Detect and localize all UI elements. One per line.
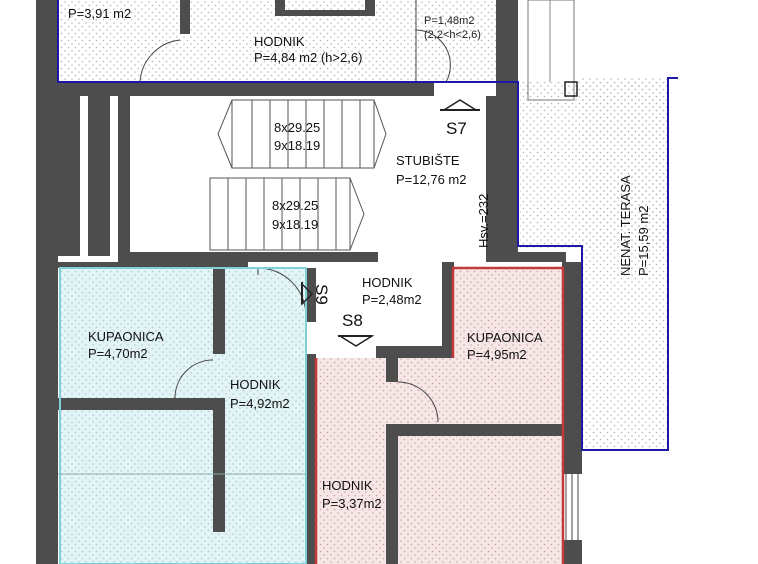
hodnik-left-area: P=4,92m2: [230, 396, 290, 411]
stubiste-area: P=12,76 m2: [396, 172, 466, 187]
hodnik-top-area: P=4,84 m2 (h>2,6): [254, 50, 362, 65]
s9-label: S9: [312, 284, 331, 305]
left-bathroom-fill: [60, 268, 306, 564]
section-marker-s8: S8: [337, 311, 375, 347]
terrace-area: P=15,59 m2: [636, 206, 651, 276]
s8-label: S8: [342, 311, 363, 330]
stair-upper-rise: 9x18.19: [274, 138, 320, 153]
hodnik-bottom-name: HODNIK: [322, 478, 373, 493]
walls: [36, 0, 582, 564]
small-room-area: P=1,48m2: [424, 15, 474, 27]
stair-lower-rise: 9x18.19: [272, 217, 318, 232]
thin-lines: [58, 0, 579, 540]
s7-label: S7: [446, 119, 467, 138]
kupaonica-left-name: KUPAONICA: [88, 329, 164, 344]
kupaonica-right-name: KUPAONICA: [467, 330, 543, 345]
kupaonica-left-area: P=4,70m2: [88, 346, 148, 361]
stair-upper: [217, 99, 387, 169]
stair-lower: [209, 177, 365, 251]
terrace-name: NENAT. TERASA: [618, 175, 633, 276]
stair-lower-steps: 8x29.25: [272, 198, 318, 213]
section-marker-s9: S9: [301, 282, 331, 306]
hsv-label: Hsv.=232: [476, 194, 491, 248]
stubiste-name: STUBIŠTE: [396, 153, 460, 168]
hodnik-left-name: HODNIK: [230, 377, 281, 392]
hodnik-top-name: HODNIK: [254, 34, 305, 49]
right-bathroom-fill: [316, 268, 563, 564]
hodnik-mid-area: P=2,48m2: [362, 292, 422, 307]
terrace-hatch-lower: [582, 78, 668, 450]
stair-upper-steps: 8x29.25: [274, 120, 320, 135]
hodnik-bottom-area: P=3,37m2: [322, 496, 382, 511]
small-room-height: (2,2<h<2,6): [424, 29, 481, 41]
hodnik-mid-name: HODNIK: [362, 275, 413, 290]
blue-outline-top: [57, 0, 678, 451]
top-left-area: P=3,91 m2: [68, 6, 131, 21]
cyan-outline: [59, 267, 307, 564]
red-outline: [451, 266, 565, 564]
kupaonica-right-area: P=4,95m2: [467, 347, 527, 362]
section-marker-s7: S7: [440, 99, 480, 138]
